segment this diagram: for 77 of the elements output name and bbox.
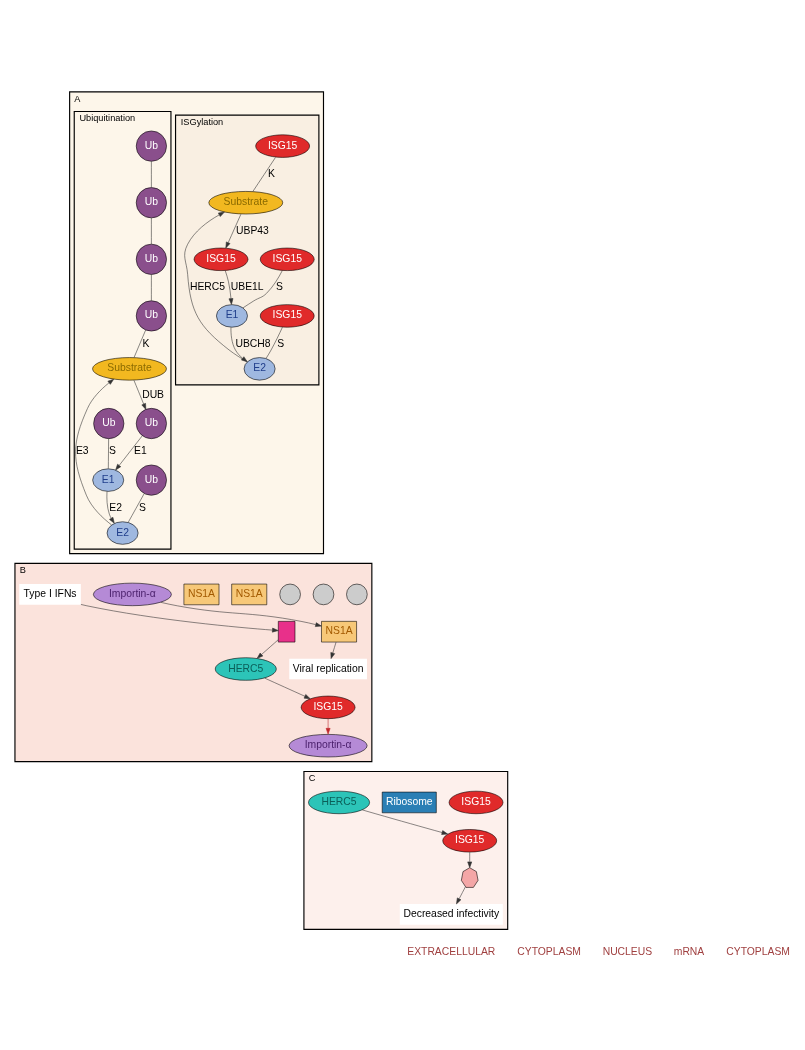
connector [151, 160, 152, 188]
edge-label: K [142, 337, 150, 349]
node-box: Ribosome [381, 791, 437, 814]
node-box: Decreased infectivity [399, 904, 503, 925]
node-ellipse: ISG15 [193, 247, 249, 271]
arrow [106, 491, 115, 524]
arrow [256, 639, 279, 659]
edge-label: S [276, 281, 283, 293]
connector [127, 493, 145, 523]
label: NUCLEUS [602, 945, 653, 957]
node-ellipse: E2 [106, 521, 139, 545]
node-ellipse: Importin-α [93, 582, 172, 606]
arrow [224, 270, 234, 305]
node-ellipse: ISG15 [255, 134, 310, 158]
label: CYTOPLASM [517, 945, 581, 957]
edge-label: S [277, 337, 285, 349]
edge-label: UBE1L [230, 281, 264, 293]
node-ellipse: ISG15 [448, 790, 504, 814]
node-ellipse: Substrate [92, 357, 167, 381]
arrow [80, 604, 279, 633]
node-ellipse: ISG15 [259, 304, 315, 328]
label: CYTOPLASM [726, 945, 790, 957]
node-circle [346, 583, 368, 606]
arrow [230, 327, 248, 363]
node-circle [279, 583, 301, 606]
node-ellipse: E1 [216, 304, 248, 328]
edge-label: S [138, 501, 146, 513]
node-box: Viral replication [289, 658, 367, 680]
arrow [330, 641, 337, 659]
node-box: NS1A [321, 621, 357, 643]
edge-label: E3 [75, 445, 89, 457]
connector [133, 329, 146, 358]
connector [151, 217, 152, 245]
node-circle: Ub [135, 408, 167, 439]
arrow [115, 435, 143, 471]
connector [242, 270, 283, 309]
connector [151, 274, 152, 301]
node-bar [278, 621, 296, 643]
arrow [264, 677, 311, 699]
node-circle: Ub [93, 408, 125, 439]
edge-label: K [267, 167, 275, 179]
node-ellipse: Importin-α [288, 734, 368, 758]
edge-label: E2 [109, 501, 123, 513]
edge-label: UBP43 [235, 224, 269, 236]
edge-label: UBCH8 [235, 337, 271, 349]
node-ellipse: HERC5 [214, 657, 277, 681]
edge-label: DUB [142, 388, 165, 400]
connector [252, 157, 276, 192]
arrow [225, 213, 242, 249]
node-circle: Ub [135, 464, 167, 496]
connector [265, 326, 283, 359]
node-ellipse: HERC5 [308, 790, 370, 814]
label: EXTRACELLULAR [407, 945, 496, 957]
node-ellipse: E1 [92, 468, 125, 492]
node-circle: Ub [135, 243, 167, 275]
node-ellipse: ISG15 [259, 247, 315, 271]
edge-label: HERC5 [189, 281, 226, 293]
node-circle [312, 583, 335, 606]
node-circle: Ub [135, 300, 167, 332]
connector [108, 438, 109, 469]
arrow [325, 718, 331, 735]
arrow [467, 851, 472, 868]
label: mRNA [673, 945, 705, 957]
arrow [184, 211, 248, 363]
node-circle: Ub [135, 130, 167, 162]
node-box: NS1A [231, 583, 268, 606]
arrow [456, 886, 466, 905]
arrow [160, 602, 322, 627]
node-box: Type I IFNs [19, 584, 81, 605]
node-circle: Ub [135, 187, 167, 219]
arrow [75, 378, 114, 526]
arrow [361, 809, 448, 835]
edge-label: S [109, 445, 116, 457]
arrow [133, 379, 147, 410]
edge-label: E1 [134, 445, 147, 457]
node-polygon [461, 867, 479, 888]
node-box: NS1A [183, 583, 220, 606]
